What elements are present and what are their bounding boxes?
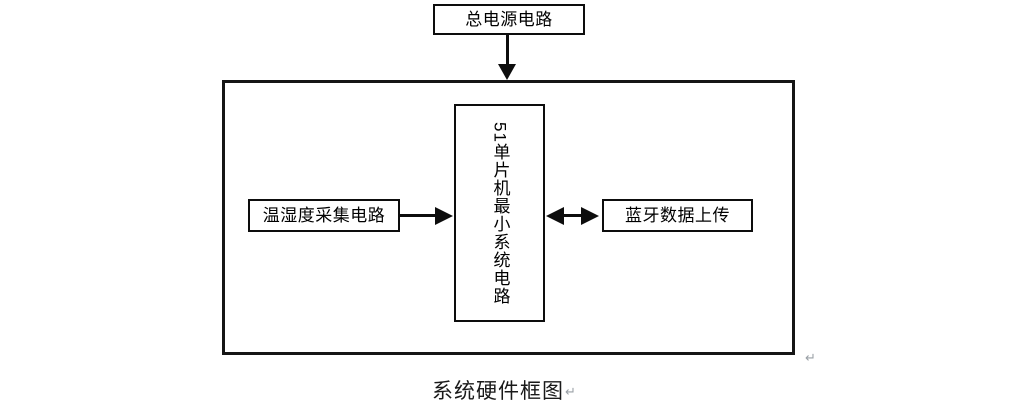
caption-paragraph-mark: ↵	[565, 384, 577, 399]
arrowhead-right-icon	[581, 207, 599, 225]
figure-caption-text: 系统硬件框图	[432, 379, 565, 403]
figure-caption: 系统硬件框图↵	[0, 375, 1009, 405]
block-power-supply[interactable]: 总电源电路	[433, 4, 585, 35]
arrowhead-down-icon	[498, 64, 516, 80]
arrowhead-left-icon	[546, 207, 564, 225]
block-power-supply-label: 总电源电路	[465, 10, 553, 29]
paragraph-mark: ↵	[805, 350, 816, 365]
connector-power-to-frame-shaft	[506, 35, 509, 68]
block-bluetooth-upload-label: 蓝牙数据上传	[625, 206, 730, 225]
block-mcu-label-digits: 51	[490, 121, 510, 143]
connector-sensor-to-mcu-shaft	[400, 214, 444, 217]
block-mcu-minimum-system-label: 51单片机最小系统电路	[489, 121, 510, 305]
block-temp-humidity-acquisition-label: 温湿度采集电路	[262, 206, 386, 225]
arrowhead-right-icon	[435, 207, 453, 225]
block-bluetooth-upload[interactable]: 蓝牙数据上传	[602, 199, 753, 232]
block-mcu-label-text: 单片机最小系统电路	[490, 142, 510, 305]
block-mcu-minimum-system[interactable]: 51单片机最小系统电路	[454, 104, 545, 322]
connector-mcu-to-bluetooth-shaft	[560, 214, 585, 217]
block-temp-humidity-acquisition[interactable]: 温湿度采集电路	[248, 199, 400, 232]
